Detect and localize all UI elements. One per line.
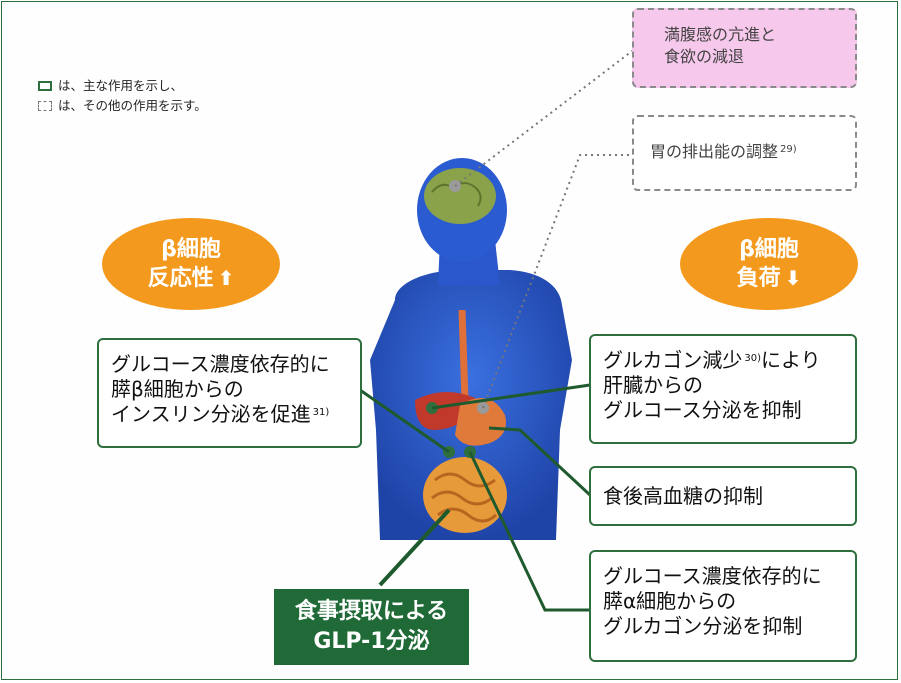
postprandial-box: 食後高血糖の抑制 (589, 466, 857, 526)
source-line2: GLP-1分泌 (274, 627, 469, 657)
satiety-box: 満腹感の亢進と 食欲の減退 (632, 8, 857, 88)
satiety-line1: 満腹感の亢進と (664, 24, 855, 46)
insulin-line2: 膵β細胞からの (111, 377, 360, 402)
satiety-line2: 食欲の減退 (664, 46, 855, 68)
insulin-line3: インスリン分泌を促進 (111, 402, 311, 426)
glucagon-liver-ref: 30) (744, 353, 761, 364)
gastric-ref: 29) (780, 144, 797, 155)
glucagon-alpha-line3: グルカゴン分泌を抑制 (603, 614, 855, 639)
esophagus (462, 310, 465, 400)
beta-responsiveness-pill: β細胞 反応性⬆ (102, 218, 280, 310)
beta-left-line2: 反応性 (148, 266, 214, 291)
glucagon-alpha-line2: 膵α細胞からの (603, 589, 855, 614)
arrow-down-icon: ⬇ (785, 264, 802, 292)
insulin-line1: グルコース濃度依存的に (111, 352, 360, 377)
source-line1: 食事摂取による (274, 597, 469, 627)
glp1-secretion-box: 食事摂取による GLP-1分泌 (274, 589, 469, 665)
brain-icon (424, 168, 496, 224)
glucagon-liver-line2: 肝臓からの (603, 373, 855, 398)
glucagon-liver-line1b: により (761, 348, 821, 372)
beta-load-pill: β細胞 負荷⬇ (680, 218, 858, 310)
postprandial-text: 食後高血糖の抑制 (603, 484, 763, 508)
arrow-up-icon: ⬆ (218, 264, 235, 292)
insulin-ref: 31) (313, 407, 330, 418)
gastric-text: 胃の排出能の調整 (650, 142, 778, 161)
glucagon-liver-line3: グルコース分泌を抑制 (603, 398, 855, 423)
beta-left-line1: β細胞 (161, 236, 221, 264)
alpha-glucagon-box: グルコース濃度依存的に 膵α細胞からの グルカゴン分泌を抑制 (589, 550, 857, 662)
glucagon-alpha-line1: グルコース濃度依存的に (603, 564, 855, 589)
beta-right-line1: β細胞 (739, 236, 799, 264)
glucagon-liver-line1a: グルカゴン減少 (603, 348, 742, 372)
beta-right-line2: 負荷 (737, 266, 781, 291)
